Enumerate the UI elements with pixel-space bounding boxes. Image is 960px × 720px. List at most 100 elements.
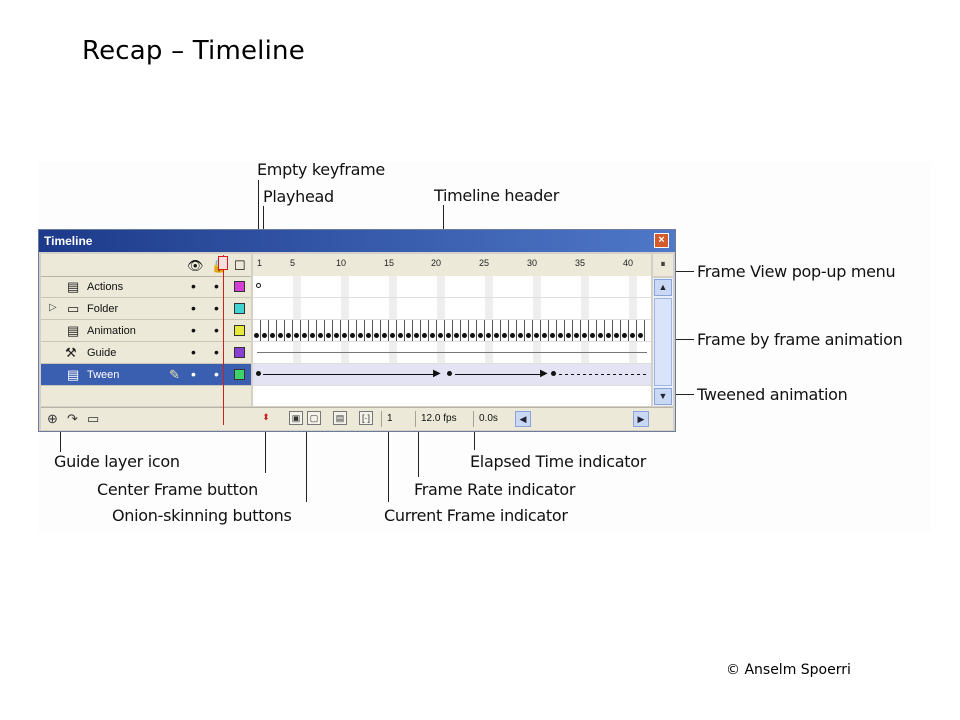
frame-cell[interactable] [397,320,405,341]
visibility-dot[interactable]: • [191,366,196,382]
frame-rate-indicator[interactable]: 12.0 fps [415,411,471,427]
center-frame-button[interactable]: ⬍ [262,412,270,422]
visibility-dot[interactable]: • [191,300,196,316]
frame-cell[interactable] [357,320,365,341]
close-icon[interactable]: × [654,233,669,248]
frame-cell[interactable] [517,320,525,341]
frame-cell[interactable] [573,320,581,341]
playhead[interactable] [223,255,224,425]
window-titlebar[interactable]: Timeline × [39,230,675,252]
frame-cell[interactable] [637,320,645,341]
layer-row-animation[interactable]: ▤ Animation • • [41,320,251,342]
frame-cell[interactable] [581,320,589,341]
outline-color-box[interactable] [234,325,245,336]
scroll-down-icon[interactable]: ▼ [654,388,672,405]
frame-cell[interactable] [301,320,309,341]
frame-cell[interactable] [325,320,333,341]
keyframe-dot[interactable] [256,371,261,376]
layer-row-guide[interactable]: ⚒ Guide • • [41,342,251,364]
outline-color-box[interactable] [234,369,245,380]
empty-keyframe[interactable] [256,283,261,288]
add-motion-guide-icon[interactable]: ↷ [67,411,78,426]
frame-cell[interactable] [277,320,285,341]
frame-cell[interactable] [461,320,469,341]
frame-cell[interactable] [589,320,597,341]
lock-dot[interactable]: • [214,366,219,382]
timeline-header[interactable]: 1 5 10 15 20 25 30 35 40 [253,254,651,277]
frame-cell[interactable] [381,320,389,341]
frame-cell[interactable] [309,320,317,341]
onion-skin-button[interactable]: ▣ [289,411,303,425]
frame-cell[interactable] [597,320,605,341]
scroll-up-icon[interactable]: ▲ [654,279,672,296]
frame-cell[interactable] [341,320,349,341]
frame-cell[interactable] [541,320,549,341]
frame-cell[interactable] [373,320,381,341]
frame-cell[interactable] [469,320,477,341]
keyframe-dot[interactable] [551,371,556,376]
frame-cell[interactable] [613,320,621,341]
frame-cell[interactable] [421,320,429,341]
outline-color-box[interactable] [234,347,245,358]
modify-onion-markers-button[interactable]: [·] [359,411,373,425]
eye-icon[interactable]: 👁 [187,258,204,273]
outline-square-icon[interactable]: ☐ [234,258,246,273]
frame-row-guide[interactable] [253,342,651,364]
add-folder-icon[interactable]: ▭ [87,411,100,426]
frame-cell[interactable] [253,320,261,341]
scroll-thumb[interactable] [654,298,672,386]
playhead-handle[interactable] [218,256,228,270]
lock-dot[interactable]: • [214,300,219,316]
frame-cell[interactable] [605,320,613,341]
frame-cell[interactable] [285,320,293,341]
frame-row-animation[interactable] [253,320,651,342]
frame-cell[interactable] [333,320,341,341]
frame-cell[interactable] [453,320,461,341]
keyframe-dot[interactable] [447,371,452,376]
outline-color-box[interactable] [234,303,245,314]
scroll-right-icon[interactable]: ▶ [633,411,649,427]
layer-row-tween[interactable]: ▤ Tween ✎ • • [41,364,251,386]
expand-arrow-icon[interactable]: ▷ [49,302,57,313]
frame-row-tween[interactable]: ▶ ▶ [253,364,651,386]
frame-cell[interactable] [629,320,637,341]
frame-cell[interactable] [293,320,301,341]
frame-cell[interactable] [389,320,397,341]
frame-cell[interactable] [429,320,437,341]
frame-cell[interactable] [261,320,269,341]
visibility-dot[interactable]: • [191,278,196,294]
frame-cell[interactable] [509,320,517,341]
frame-cell[interactable] [365,320,373,341]
outline-color-box[interactable] [234,281,245,292]
frame-cell[interactable] [405,320,413,341]
frame-cell[interactable] [349,320,357,341]
lock-dot[interactable]: • [214,344,219,360]
onion-skin-outlines-button[interactable]: ▢ [307,411,321,425]
add-guide-layer-icon[interactable]: ⊕ [47,411,58,426]
lock-dot[interactable]: • [214,278,219,294]
lock-dot[interactable]: • [214,322,219,338]
frame-cell[interactable] [525,320,533,341]
layer-row-folder[interactable]: ▷ ▭ Folder • • [41,298,251,320]
frame-cell[interactable] [445,320,453,341]
edit-multiple-frames-button[interactable]: ▤ [333,411,347,425]
frame-view-menu-icon[interactable]: ⏸ [653,254,673,276]
frame-cell[interactable] [501,320,509,341]
layer-row-actions[interactable]: ▤ Actions • • [41,276,251,298]
frame-cell[interactable] [437,320,445,341]
frame-cell[interactable] [621,320,629,341]
frame-cell[interactable] [477,320,485,341]
vertical-scrollbar[interactable]: ▲ ▼ [653,278,673,406]
frame-cell[interactable] [485,320,493,341]
frame-cell[interactable] [565,320,573,341]
frame-cell[interactable] [413,320,421,341]
frame-row-actions[interactable] [253,276,651,298]
visibility-dot[interactable]: • [191,322,196,338]
frame-cell[interactable] [557,320,565,341]
frame-cell[interactable] [317,320,325,341]
frame-cell[interactable] [549,320,557,341]
frame-cell[interactable] [269,320,277,341]
frame-cell[interactable] [533,320,541,341]
scroll-left-icon[interactable]: ◀ [515,411,531,427]
frame-row-folder[interactable] [253,298,651,320]
